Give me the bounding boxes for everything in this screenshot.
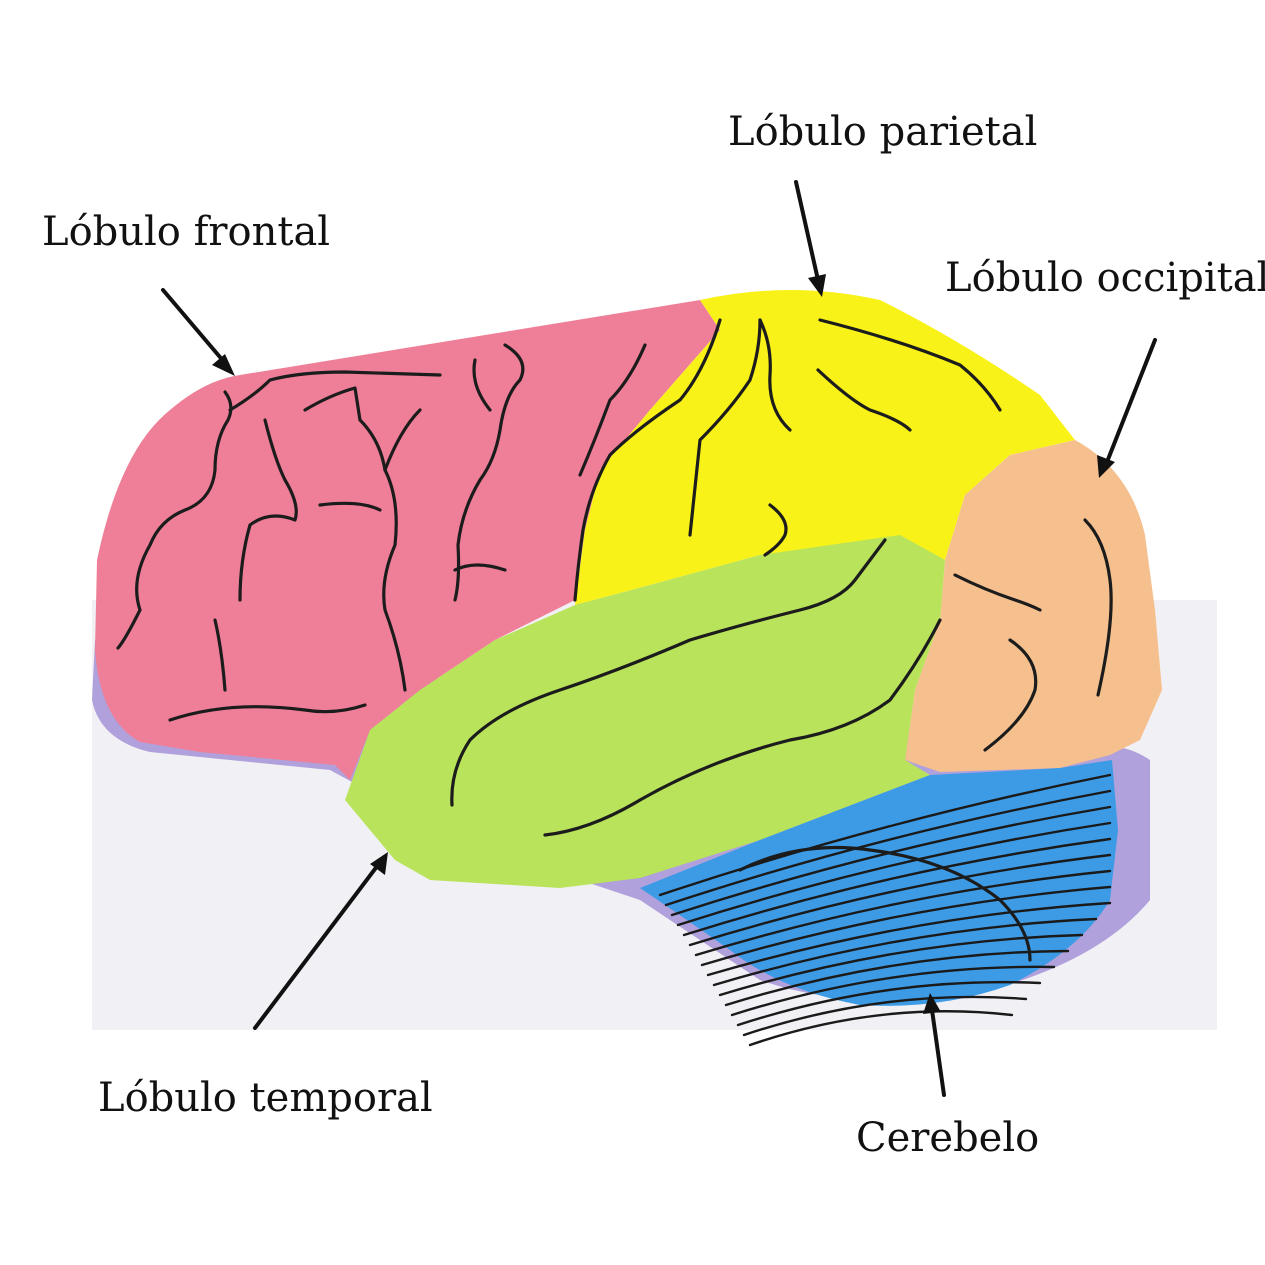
frontal-folds (116, 343, 647, 722)
parietal-folds (573, 318, 1002, 602)
cerebellum-fold-line (664, 789, 1112, 907)
cerebellum (640, 760, 1118, 1006)
cerebellum-fold-line (694, 869, 1112, 957)
cerebellum-fold-line (724, 949, 1070, 1007)
cerebellum-fold-line (742, 995, 1028, 1037)
occipital-folds (953, 518, 1113, 752)
cerebellum-fold-line (730, 965, 1056, 1017)
cerebellum-fold-line (682, 837, 1112, 937)
arrow-cerebelo (923, 993, 946, 1097)
label-temporal-lobe: Lóbulo temporal (98, 1075, 433, 1121)
label-frontal-lobe: Lóbulo frontal (42, 209, 331, 255)
cerebellum-folds (658, 773, 1112, 1047)
temporal-lobe (345, 535, 945, 888)
label-parietal-lobe: Lóbulo parietal (728, 109, 1038, 155)
cerebellum-fold-line (676, 821, 1112, 927)
cerebellum-fold-line (712, 917, 1098, 987)
arrow-occipital (1097, 338, 1157, 478)
cerebellum-fold-line (748, 1010, 1014, 1047)
cerebellum-fold-line (658, 773, 1112, 897)
cerebellum-fold-line (688, 853, 1112, 947)
arrow-temporal (253, 852, 388, 1030)
frontal-lobe (95, 300, 720, 780)
label-cerebellum: Cerebelo (856, 1115, 1040, 1161)
cerebellum-fold-line (718, 933, 1084, 997)
label-occipital-lobe: Lóbulo occipital (945, 255, 1265, 301)
cerebellum-fissure (738, 845, 1032, 962)
arrow-parietal (794, 180, 826, 297)
temporal-folds (450, 538, 942, 837)
cerebellum-fold-line (700, 885, 1112, 967)
cerebellum-fold-line (736, 980, 1042, 1027)
arrow-frontal (161, 288, 235, 376)
cerebellum-fold-line (706, 901, 1112, 977)
